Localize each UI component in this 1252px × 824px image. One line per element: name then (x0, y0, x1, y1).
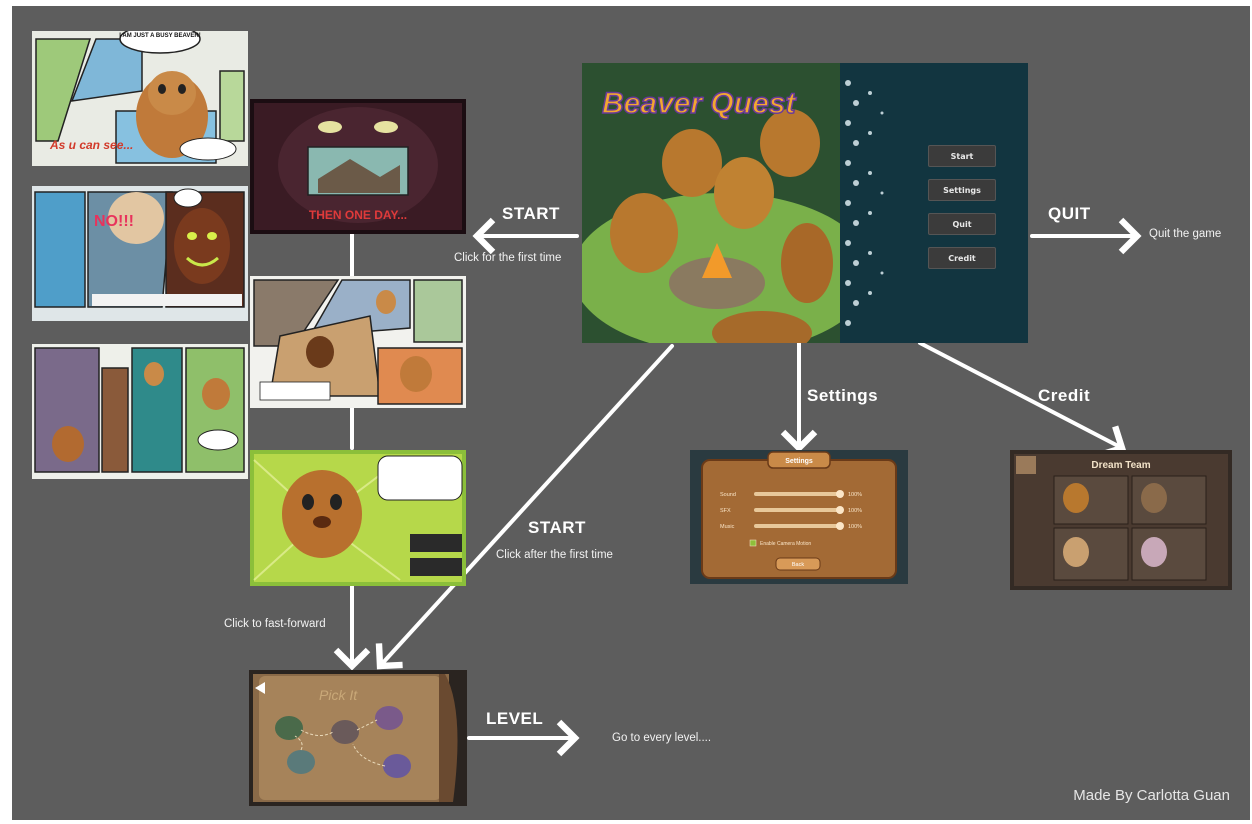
comic-page-1: I AM JUST A BUSY BEAVER! As u can see... (32, 31, 248, 166)
quit-note: Quit the game (1149, 228, 1222, 240)
arrow-start-after (375, 344, 674, 670)
level-label: LEVEL (486, 709, 544, 728)
comic-page-1-caption: As u can see... (49, 138, 133, 152)
settings-music-value: 100% (848, 524, 862, 530)
intro-comic-then-one-day: THEN ONE DAY... (250, 99, 466, 234)
menu-credit-button[interactable]: Credit (928, 247, 996, 269)
start-first-note: Click for the first time (454, 252, 562, 264)
comic-page-4 (250, 276, 466, 408)
author-credit: Made By Carlotta Guan (1073, 787, 1230, 804)
settings-checkbox-label: Enable Camera Motion (760, 541, 811, 547)
flow-arrows (333, 217, 1142, 757)
settings-title: Settings (785, 458, 813, 465)
comic-page-2: NO!!! (32, 186, 248, 321)
level-map-title: Pick It (319, 687, 358, 703)
game-logo: Beaver Quest (602, 87, 797, 120)
comic-page-1-bubble: I AM JUST A BUSY BEAVER! (119, 33, 200, 39)
settings-label: Settings (807, 386, 879, 405)
quit-label: QUIT (1048, 204, 1091, 223)
credit-screen: Dream Team (1010, 450, 1232, 590)
settings-sound-value: 100% (848, 492, 862, 498)
settings-back-button: Back (792, 562, 804, 568)
intro-caption: THEN ONE DAY... (309, 208, 407, 222)
menu-start-button[interactable]: Start (928, 145, 996, 167)
credit-title: Dream Team (1091, 460, 1150, 471)
level-note: Go to every level.... (612, 732, 712, 744)
settings-screen: Settings Sound 100% SFX 100% Music 100% … (690, 450, 908, 584)
settings-sfx-value: 100% (848, 508, 862, 514)
menu-quit-button[interactable]: Quit (928, 213, 996, 235)
fast-forward-note: Click to fast-forward (224, 618, 326, 630)
start-after-label: START (528, 518, 586, 537)
comic-page-5 (250, 450, 466, 586)
comic-page-3 (32, 344, 248, 479)
flowchart-canvas: I AM JUST A BUSY BEAVER! As u can see...… (12, 6, 1250, 820)
start-first-label: START (502, 204, 560, 223)
arrow-credit (918, 341, 1127, 458)
settings-row-music: Music (720, 524, 735, 530)
settings-row-sound: Sound (720, 492, 736, 498)
level-select-screen: Pick It (249, 670, 467, 806)
menu-settings-button[interactable]: Settings (928, 179, 996, 201)
main-menu-screen: Beaver Quest Start Settings Quit Credit (582, 63, 1028, 343)
start-after-note: Click after the first time (496, 549, 613, 561)
settings-row-sfx: SFX (720, 508, 731, 514)
credit-label: Credit (1038, 386, 1091, 405)
comic-page-2-shout: NO!!! (94, 213, 134, 230)
